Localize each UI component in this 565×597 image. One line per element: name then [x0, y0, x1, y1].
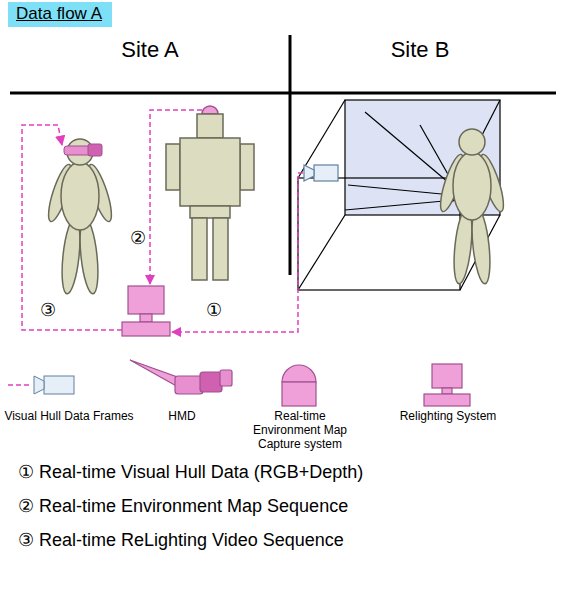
diagram-title: Data flow A	[16, 4, 102, 24]
flow-line	[22, 110, 303, 332]
legend-text: Visual Hull Data Frames	[4, 410, 134, 424]
subject-figure	[436, 129, 508, 285]
capture-robot	[166, 106, 254, 280]
callout-number: ②	[128, 228, 148, 249]
legend-text: Real-time Environment Map Capture system	[240, 410, 360, 451]
divider	[10, 92, 556, 95]
title-box: Data flow A	[8, 2, 112, 27]
legend-camera	[8, 376, 74, 394]
legend-monitor	[424, 364, 470, 406]
callout-number: ①	[204, 300, 224, 321]
divider	[289, 35, 292, 275]
legend-text: HMD	[137, 410, 227, 424]
flow-description: ③ Real-time ReLighting Video Sequence	[18, 530, 344, 551]
hmd-icon	[64, 144, 102, 156]
flow-description: ② Real-time Environment Map Sequence	[18, 496, 348, 517]
viewer-figure	[44, 139, 116, 295]
legend-text: Relighting System	[388, 410, 508, 424]
camera-icon	[304, 165, 338, 181]
relighting-monitor	[122, 286, 170, 336]
site-heading: Site B	[391, 37, 450, 62]
site-heading: Site A	[121, 37, 178, 62]
legend-dome	[282, 365, 316, 406]
callout-number: ③	[38, 300, 58, 321]
legend-hmd	[130, 360, 232, 394]
flow-description: ① Real-time Visual Hull Data (RGB+Depth)	[18, 462, 363, 483]
